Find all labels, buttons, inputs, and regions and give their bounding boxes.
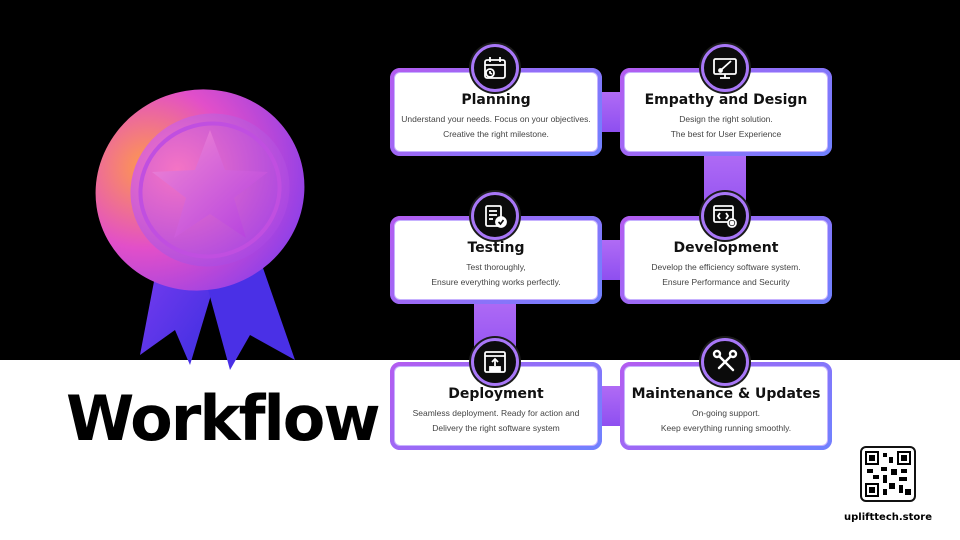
medal-star-icon (95, 89, 305, 370)
design-monitor-icon (701, 44, 749, 92)
step-title: Development (673, 240, 779, 256)
step-title: Maintenance & Updates (631, 386, 821, 402)
qr-code-icon (865, 451, 911, 497)
calendar-icon (471, 44, 519, 92)
step-desc: Keep everything running smoothly. (660, 423, 792, 433)
step-title: Testing (467, 240, 525, 256)
step-card-planning: Planning Understand your needs. Focus on… (390, 68, 602, 156)
step-desc: Seamless deployment. Ready for action an… (412, 408, 580, 418)
step-desc: Understand your needs. Focus on your obj… (401, 114, 591, 124)
step-desc: Ensure everything works perfectly. (431, 277, 561, 287)
step-desc: Creative the right milestone. (443, 129, 549, 139)
qr-code (860, 446, 916, 502)
step-desc: Delivery the right software system (432, 423, 560, 433)
step-title: Empathy and Design (644, 92, 808, 108)
step-desc: On-going support. (691, 408, 761, 418)
page-title: Workflow (66, 382, 381, 455)
step-title: Deployment (448, 386, 544, 402)
website-url: uplifttech.store (844, 512, 932, 523)
code-gear-icon (701, 192, 749, 240)
step-desc: Test thoroughly, (466, 262, 526, 272)
step-desc: Design the right solution. (679, 114, 773, 124)
upload-code-icon (471, 338, 519, 386)
tools-icon (701, 338, 749, 386)
step-desc: Develop the efficiency software system. (651, 262, 801, 272)
step-title: Planning (461, 92, 531, 108)
checklist-icon (471, 192, 519, 240)
step-desc: The best for User Experience (670, 129, 782, 139)
step-desc: Ensure Performance and Security (662, 277, 790, 287)
